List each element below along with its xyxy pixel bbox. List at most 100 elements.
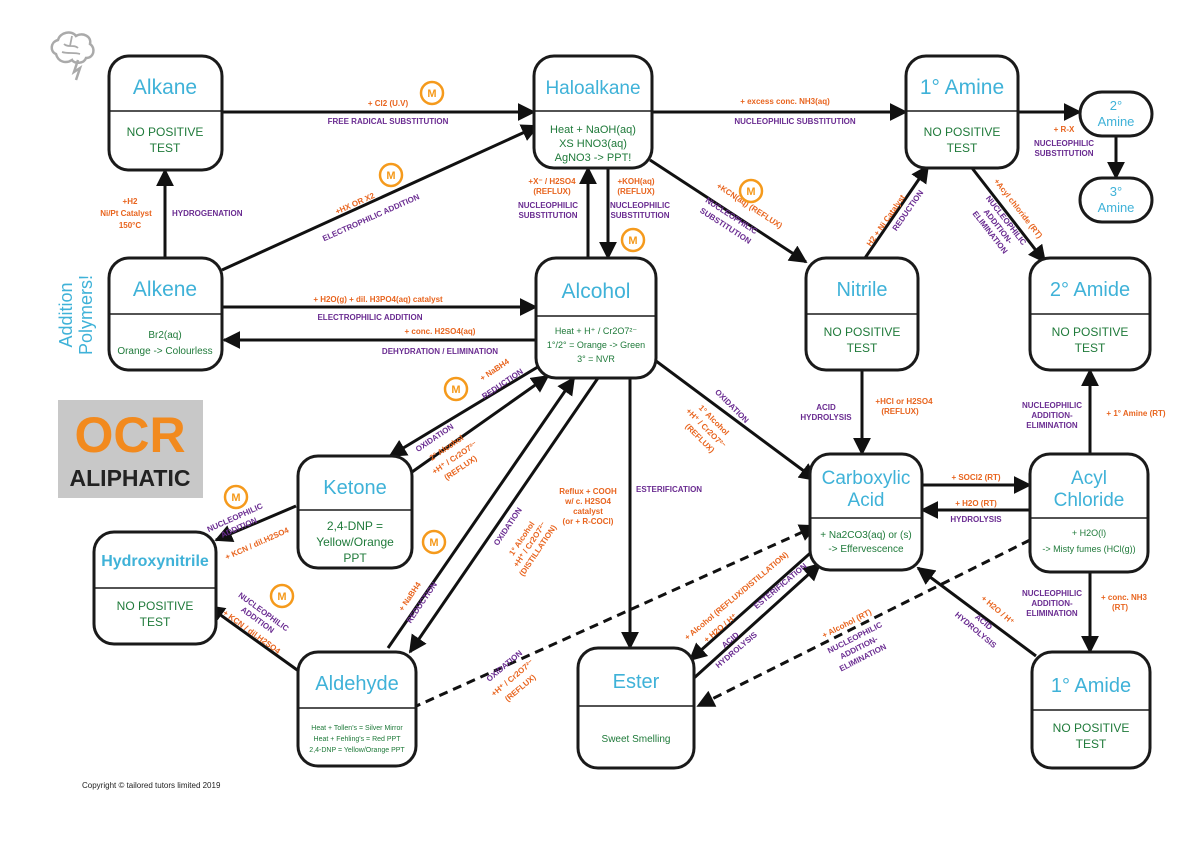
- alkene-name: Alkene: [133, 278, 197, 301]
- alkene-test: Orange -> Colourless: [117, 346, 212, 357]
- label-acyl-amide2-mech: ADDITION-: [1031, 411, 1073, 420]
- alcohol-test: Heat + H⁺ / Cr2O7²⁻: [555, 326, 638, 336]
- label-hydrogenation-reagent: 150°C: [119, 221, 142, 230]
- arrow-haloalkane-nitrile: [649, 158, 808, 264]
- label-acyl-amide1-mech: ELIMINATION: [1026, 609, 1078, 618]
- haloalkane-name: Haloalkane: [545, 78, 640, 99]
- label-koh-reagent: +KOH(aq): [617, 177, 654, 186]
- alkene-test: Br2(aq): [148, 330, 181, 341]
- mechanism-badge: M: [419, 80, 445, 106]
- mechanism-badge: M: [738, 178, 764, 204]
- amide1-name: 1° Amide: [1051, 675, 1131, 697]
- mechanism-badge: M: [443, 376, 469, 402]
- label-dehydration-mech: DEHYDRATION / ELIMINATION: [382, 347, 498, 356]
- alkane-test: TEST: [150, 141, 181, 155]
- alkane-test: NO POSITIVE: [127, 125, 204, 139]
- node-ketone: Ketone 2,4-DNP = Yellow/Orange PPT: [296, 454, 414, 570]
- arrow-acyl-ester-dashed: [696, 538, 1031, 708]
- arrow-aldehyde-alcohol: [386, 376, 576, 649]
- node-ester: Ester Sweet Smelling: [576, 646, 696, 770]
- label-nitrile-hydrolysis-reagent: +HCl or H2SO4: [875, 397, 933, 406]
- node-acyl-chloride: Acyl Chloride + H2O(l) -> Misty fumes (H…: [1028, 452, 1150, 574]
- svg-text:M: M: [746, 186, 755, 198]
- label-alcohol-ester-reagent: catalyst: [573, 507, 603, 516]
- carboxylic-name: Acid: [848, 490, 885, 511]
- amine1-test: TEST: [947, 141, 978, 155]
- haloalkane-test: Heat + NaOH(aq): [550, 124, 636, 136]
- label-koh-reagent: (REFLUX): [617, 187, 655, 196]
- svg-text:M: M: [231, 492, 240, 504]
- label-acyl-amide2-mech: ELIMINATION: [1026, 421, 1078, 430]
- mechanism-badge: M: [269, 583, 295, 609]
- haloalkane-test: AgNO3 -> PPT!: [555, 152, 632, 164]
- label-ammonia-reagent: + excess conc. NH3(aq): [740, 97, 830, 106]
- node-nitrile: Nitrile NO POSITIVE TEST: [804, 256, 920, 372]
- node-hydroxynitrile: Hydroxynitrile NO POSITIVE TEST: [92, 530, 218, 646]
- label-hydrogenation: HYDROGENATION: [172, 209, 243, 218]
- svg-text:M: M: [427, 88, 436, 100]
- label-dehydration-reagent: + conc. H2SO4(aq): [405, 327, 476, 336]
- edge-labels: + Cl2 (U.V) FREE RADICAL SUBSTITUTION + …: [100, 97, 1166, 704]
- arrow-ester-carboxylic: [692, 562, 822, 680]
- label-hydration-reagent: + H2O(g) + dil. H3PO4(aq) catalyst: [313, 295, 443, 304]
- label-alcohol-ester-reagent: Reflux + COOH: [559, 487, 617, 496]
- ester-name: Ester: [613, 671, 660, 693]
- label-water-reagent: + H2O (RT): [955, 499, 997, 508]
- label-nitrile-hydrolysis: ACID: [816, 403, 836, 412]
- svg-text:M: M: [429, 537, 438, 549]
- hydroxynitrile-test: TEST: [140, 615, 171, 629]
- haloalkane-test: XS HNO3(aq): [559, 138, 627, 150]
- label-acyl-amide1-mech: NUCLEOPHILIC: [1022, 589, 1082, 598]
- node-amine1: 1° Amine NO POSITIVE TEST: [904, 54, 1020, 170]
- arrow-ketone-alcohol: [411, 374, 550, 474]
- mechanism-badge: M: [378, 162, 404, 188]
- label-alcohol-ester-reagent: w/ c. H2SO4: [564, 497, 611, 506]
- label-free-radical: FREE RADICAL SUBSTITUTION: [328, 117, 449, 126]
- amine3-name: Amine: [1098, 200, 1135, 215]
- label-rx-mech: NUCLEOPHILIC: [1034, 139, 1094, 148]
- svg-text:M: M: [277, 591, 286, 603]
- amide2-test: NO POSITIVE: [1052, 325, 1129, 339]
- aldehyde-test: 2,4-DNP = Yellow/Orange PPT: [309, 747, 405, 754]
- arrow-alkene-haloalkane: [221, 124, 540, 272]
- nitrile-test: TEST: [847, 341, 878, 355]
- label-socl2-reagent: + SOCl2 (RT): [951, 473, 1000, 482]
- label-hydrogenation-reagent: Ni/Pt Catalyst: [100, 209, 152, 218]
- label-ammonia-conc-reagent: (RT): [1112, 603, 1128, 612]
- ocr-brand-panel: [58, 400, 203, 498]
- nitrile-name: Nitrile: [836, 279, 887, 301]
- amine2-name: Amine: [1098, 114, 1135, 129]
- side-label-line-2: Polymers!: [76, 275, 96, 355]
- arrow-nitrile-amine1: [863, 164, 930, 259]
- label-nuc-sub-koh: NUCLEOPHILIC: [610, 201, 670, 210]
- label-amine-reagent: + 1° Amine (RT): [1106, 409, 1165, 418]
- ketone-test: Yellow/Orange: [316, 535, 394, 549]
- node-amide2: 2° Amide NO POSITIVE TEST: [1028, 256, 1152, 372]
- ketone-name: Ketone: [323, 477, 386, 499]
- label-halide-reagent: +X⁻ / H2SO4: [528, 177, 576, 186]
- node-carboxylic-acid: Carboxylic Acid + Na2CO3(aq) or (s) -> E…: [808, 452, 924, 572]
- label-acyl-hydrolysis: HYDROLYSIS: [950, 515, 1002, 524]
- hydroxynitrile-name: Hydroxynitrile: [101, 553, 209, 570]
- alcohol-test: 3° = NVR: [577, 354, 615, 364]
- ester-test: Sweet Smelling: [602, 734, 671, 745]
- label-halide-reagent: (REFLUX): [533, 187, 571, 196]
- carboxylic-test: + Na2CO3(aq) or (s): [820, 530, 911, 541]
- svg-text:M: M: [628, 235, 637, 247]
- amine3-name: 3°: [1110, 184, 1122, 199]
- label-nitrile-hydrolysis: HYDROLYSIS: [800, 413, 852, 422]
- label-rx-mech: SUBSTITUTION: [1034, 149, 1093, 158]
- aldehyde-test: Heat + Fehling's = Red PPT: [314, 736, 402, 743]
- arrow-alcohol-carboxylic: [651, 356, 818, 482]
- amine2-name: 2°: [1110, 98, 1122, 113]
- arrow-ketone-hydroxynitrile: [214, 504, 297, 542]
- label-hydration-mech: ELECTROPHILIC ADDITION: [317, 313, 422, 322]
- nitrile-test: NO POSITIVE: [824, 325, 901, 339]
- amine1-test: NO POSITIVE: [924, 125, 1001, 139]
- ketone-test: 2,4-DNP =: [327, 519, 383, 533]
- carboxylic-test: -> Effervescence: [828, 544, 904, 555]
- amide2-name: 2° Amide: [1050, 279, 1130, 301]
- label-nuc-sub-halide: SUBSTITUTION: [518, 211, 577, 220]
- arrow-aldehyde-hydroxynitrile: [206, 604, 301, 674]
- amide2-test: TEST: [1075, 341, 1106, 355]
